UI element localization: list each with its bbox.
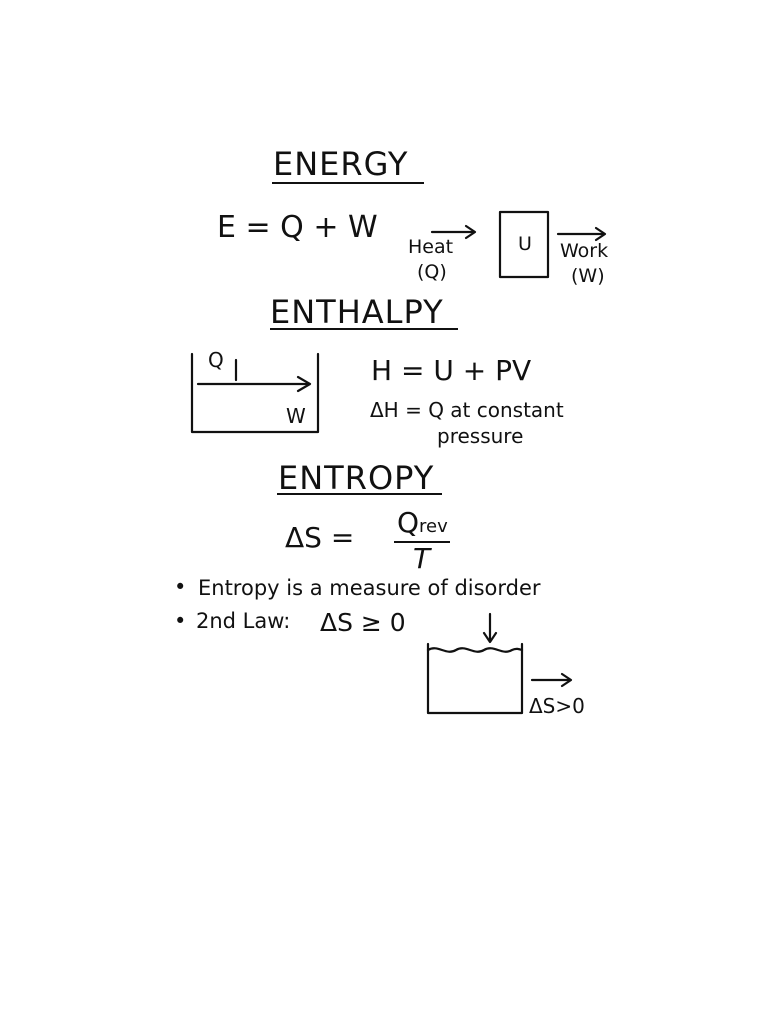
second-law-expression: ΔS ≥ 0 (320, 608, 406, 637)
entropy-lhs: ΔS = (285, 521, 355, 554)
enthalpy-container (190, 352, 320, 434)
bullet-marker-2: • (174, 609, 187, 633)
entropy-numerator: Qrev (397, 509, 448, 537)
entropy-denominator: T (413, 542, 431, 575)
entropy-heading-underline (277, 493, 442, 495)
entropy-heading: ENTROPY (278, 459, 435, 497)
enthalpy-w-label: W (286, 404, 306, 428)
bullet-marker-1: • (174, 575, 187, 599)
system-label: U (518, 233, 532, 255)
heat-symbol: (Q) (417, 261, 447, 283)
entropy-container-label: ΔS>0 (529, 694, 585, 718)
work-label: Work (560, 240, 609, 262)
energy-heading-underline (272, 182, 424, 184)
system-box (498, 210, 550, 279)
enthalpy-heading: ENTHALPY (270, 293, 444, 331)
enthalpy-delta-line1: ΔH = Q at constant (370, 398, 564, 422)
enthalpy-delta-line2: pressure (437, 424, 524, 448)
energy-heading: ENERGY (273, 145, 409, 183)
entropy-numerator-q: Q (397, 506, 420, 539)
enthalpy-q-label: Q (208, 348, 224, 372)
entropy-numerator-sub: rev (419, 516, 448, 537)
entropy-container (426, 612, 573, 715)
work-arrow (556, 226, 607, 242)
enthalpy-equation: H = U + PV (371, 354, 532, 387)
heat-arrow (430, 224, 477, 240)
entropy-fraction-bar (394, 541, 450, 543)
bullet-second-law: 2nd Law: (196, 609, 291, 633)
heat-label: Heat (408, 236, 454, 258)
bullet-entropy-disorder: Entropy is a measure of disorder (198, 576, 541, 600)
energy-equation: E = Q + W (217, 210, 378, 245)
enthalpy-heading-underline (270, 328, 458, 330)
work-symbol: (W) (571, 265, 605, 287)
